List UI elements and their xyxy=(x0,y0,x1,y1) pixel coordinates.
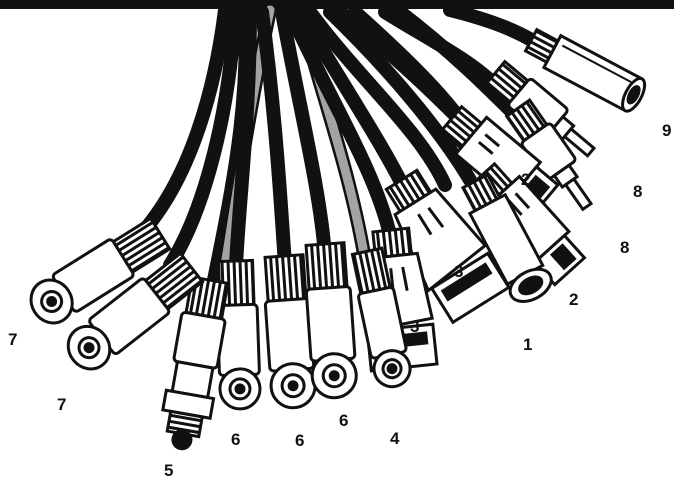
cable-6b xyxy=(255,5,292,272)
connector-9 xyxy=(523,27,647,113)
cable-3a xyxy=(293,5,412,197)
callout-7a: 7 xyxy=(8,330,18,349)
connector-6c xyxy=(304,241,358,400)
connector-4 xyxy=(350,246,412,389)
connector-7a xyxy=(29,216,172,325)
cable-6a xyxy=(229,5,257,272)
connector-8b xyxy=(504,98,594,212)
connector-6b xyxy=(263,253,317,410)
cable-1 xyxy=(323,5,477,187)
callout-2a: 2 xyxy=(521,170,531,189)
callout-2b: 2 xyxy=(569,290,579,309)
callout-8a: 8 xyxy=(633,182,643,201)
callout-5: 5 xyxy=(164,461,174,480)
cables xyxy=(133,3,542,297)
connector-6a xyxy=(215,258,262,411)
cable-8b xyxy=(393,5,527,127)
cable-4 xyxy=(283,5,397,242)
callout-3a: 3 xyxy=(454,262,464,281)
cable-3b xyxy=(303,5,452,192)
callout-6a: 6 xyxy=(231,430,241,449)
connector-1 xyxy=(460,172,553,303)
connector-8a xyxy=(484,59,597,158)
cable-7a xyxy=(133,3,232,242)
callout-4: 4 xyxy=(390,429,400,448)
cable-7b xyxy=(163,3,242,272)
callout-3b: 3 xyxy=(410,317,420,336)
callout-6b: 6 xyxy=(295,431,305,450)
callout-6c: 6 xyxy=(339,411,349,430)
cable-6c xyxy=(275,5,332,262)
callout-1: 1 xyxy=(523,335,533,354)
cable-9 xyxy=(443,3,542,49)
callout-8b: 8 xyxy=(620,238,630,257)
callout-9: 9 xyxy=(662,121,672,140)
top-bar xyxy=(0,0,674,9)
connector-5 xyxy=(161,275,230,451)
connector-7b xyxy=(66,251,205,371)
callout-7b: 7 xyxy=(57,395,67,414)
